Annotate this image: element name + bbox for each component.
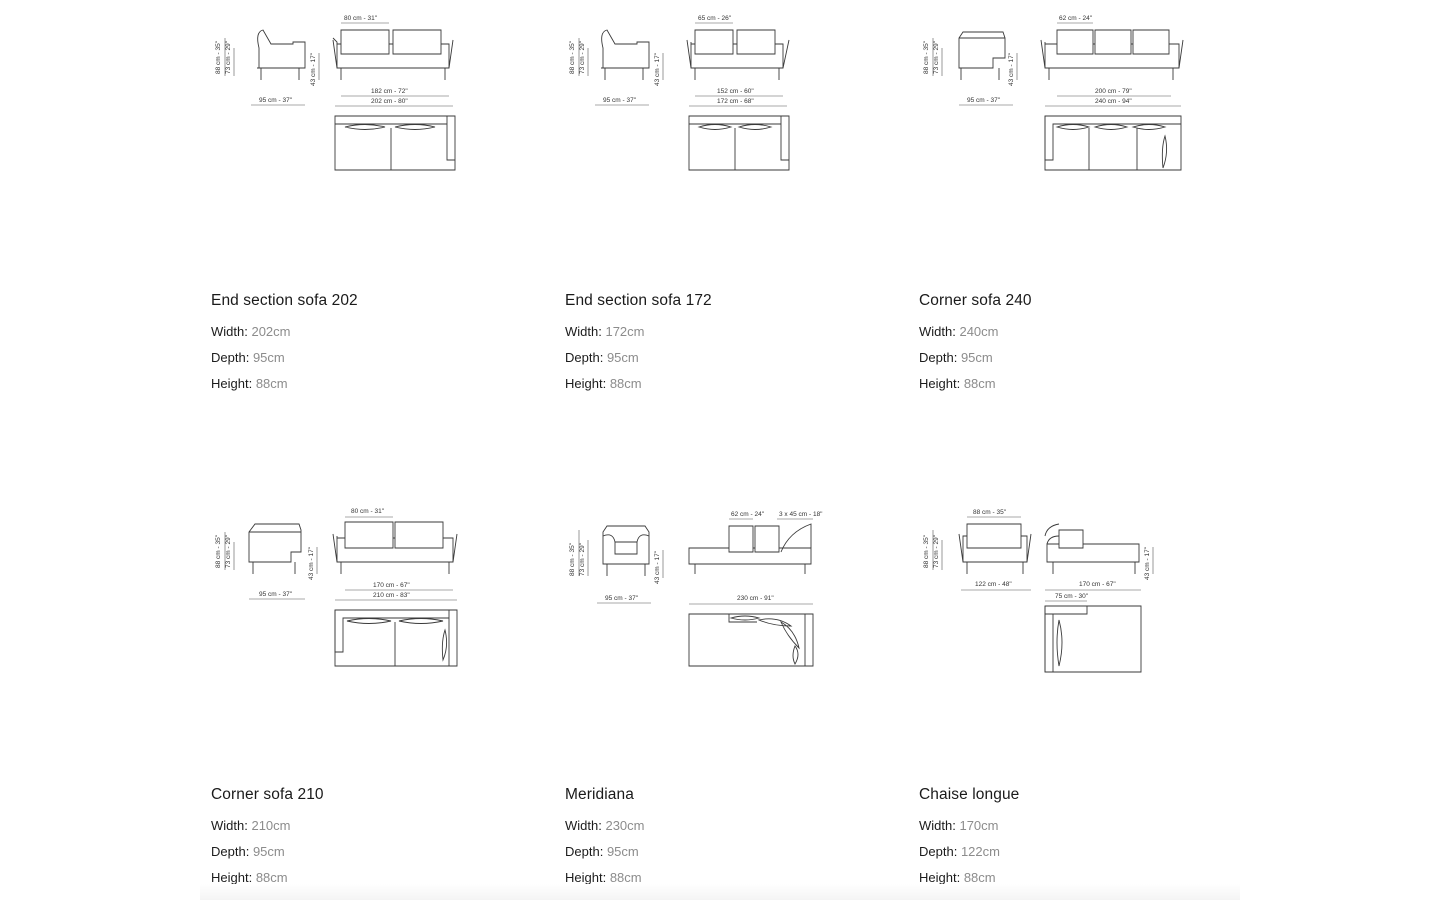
svg-text:88 cm - 35": 88 cm - 35" — [923, 40, 930, 74]
svg-text:43 cm - 17": 43 cm - 17" — [654, 550, 661, 584]
spec-height: Height: 88cm — [565, 870, 642, 885]
svg-text:95 cm - 37": 95 cm - 37" — [259, 591, 293, 598]
svg-text:170 cm - 67": 170 cm - 67" — [1079, 581, 1116, 588]
spec-width: Width: 202cm — [211, 324, 291, 339]
svg-text:73 cm - 29": 73 cm - 29" — [225, 534, 232, 568]
svg-text:240 cm - 94": 240 cm - 94" — [1095, 98, 1132, 105]
spec-height: Height: 88cm — [211, 870, 288, 885]
svg-text:95 cm - 37": 95 cm - 37" — [967, 97, 1001, 104]
dimension-diagram: 88 cm - 35" 73 cm - 29" 43 cm - 17" 80 c… — [201, 502, 501, 682]
spec-depth: Depth: 95cm — [565, 350, 639, 365]
svg-text:80 cm - 31": 80 cm - 31" — [344, 15, 378, 22]
dimension-diagram: 88 cm - 35" 73 cm - 29" 43 cm - 17" 62 c… — [555, 502, 855, 682]
svg-text:95 cm - 37": 95 cm - 37" — [259, 97, 293, 104]
svg-text:73 cm - 29": 73 cm - 29" — [579, 40, 586, 74]
spec-depth: Depth: 122cm — [919, 844, 1000, 859]
svg-text:43 cm - 17": 43 cm - 17" — [654, 52, 661, 86]
svg-text:73 cm - 29": 73 cm - 29" — [933, 40, 940, 74]
product-title[interactable]: Chaise longue — [919, 786, 1020, 803]
svg-text:88 cm - 35": 88 cm - 35" — [215, 40, 222, 74]
svg-text:122 cm - 48": 122 cm - 48" — [975, 581, 1012, 588]
svg-text:65 cm - 26": 65 cm - 26" — [698, 15, 732, 22]
svg-text:43 cm - 17": 43 cm - 17" — [1144, 546, 1151, 580]
spec-width: Width: 240cm — [919, 324, 999, 339]
svg-text:80 cm - 31": 80 cm - 31" — [351, 508, 385, 515]
svg-text:202 cm - 80": 202 cm - 80" — [371, 98, 408, 105]
product-card[interactable]: 88 cm - 35" 73 cm - 29" 88 cm - 35" 122 … — [919, 502, 1259, 892]
svg-text:200 cm - 79": 200 cm - 79" — [1095, 88, 1132, 95]
product-card[interactable]: 88 cm - 35" 73 cm - 29" 43 cm - 17" 62 c… — [565, 502, 905, 892]
spec-depth: Depth: 95cm — [919, 350, 993, 365]
spec-width: Width: 170cm — [919, 818, 999, 833]
svg-text:88 cm - 35": 88 cm - 35" — [569, 542, 576, 576]
svg-text:73 cm - 29": 73 cm - 29" — [579, 542, 586, 576]
svg-text:95 cm - 37": 95 cm - 37" — [605, 595, 639, 602]
bottom-fade — [200, 884, 1240, 900]
spec-depth: Depth: 95cm — [565, 844, 639, 859]
svg-text:43 cm - 17": 43 cm - 17" — [308, 546, 315, 580]
svg-text:170 cm - 67": 170 cm - 67" — [373, 582, 410, 589]
spec-width: Width: 230cm — [565, 818, 645, 833]
spec-height: Height: 88cm — [919, 376, 996, 391]
product-card[interactable]: 88 cm - 35" 73 cm - 29" 43 cm - 17" 65 c… — [565, 8, 905, 398]
svg-text:230 cm - 91": 230 cm - 91" — [737, 595, 774, 602]
dimension-diagram: 88 cm - 35" 73 cm - 29" 43 cm - 17" 62 c… — [909, 8, 1209, 188]
svg-text:73 cm - 29": 73 cm - 29" — [933, 534, 940, 568]
spec-width: Width: 210cm — [211, 818, 291, 833]
product-title[interactable]: Corner sofa 210 — [211, 786, 324, 803]
spec-depth: Depth: 95cm — [211, 350, 285, 365]
product-title[interactable]: Meridiana — [565, 786, 634, 803]
svg-text:73 cm - 29": 73 cm - 29" — [225, 40, 232, 74]
svg-text:3 x 45 cm - 18": 3 x 45 cm - 18" — [779, 511, 823, 518]
svg-text:88 cm - 35": 88 cm - 35" — [923, 534, 930, 568]
svg-text:95 cm - 37": 95 cm - 37" — [603, 97, 637, 104]
spec-height: Height: 88cm — [211, 376, 288, 391]
svg-text:43 cm - 17": 43 cm - 17" — [310, 52, 317, 86]
product-title[interactable]: End section sofa 172 — [565, 292, 712, 309]
svg-text:62 cm - 24": 62 cm - 24" — [731, 511, 765, 518]
dimension-diagram: 88 cm - 35" 73 cm - 29" 43 cm - 17" 80 c… — [201, 8, 501, 188]
svg-text:75 cm - 30": 75 cm - 30" — [1055, 593, 1089, 600]
svg-text:152 cm - 60": 152 cm - 60" — [717, 88, 754, 95]
svg-text:88 cm - 35": 88 cm - 35" — [973, 509, 1007, 516]
svg-text:62 cm - 24": 62 cm - 24" — [1059, 15, 1093, 22]
svg-text:88 cm - 35": 88 cm - 35" — [215, 534, 222, 568]
svg-text:210 cm - 83": 210 cm - 83" — [373, 592, 410, 599]
product-card[interactable]: 88 cm - 35" 73 cm - 29" 43 cm - 17" 80 c… — [211, 8, 551, 398]
spec-depth: Depth: 95cm — [211, 844, 285, 859]
product-title[interactable]: Corner sofa 240 — [919, 292, 1032, 309]
spec-height: Height: 88cm — [919, 870, 996, 885]
svg-text:172 cm - 68": 172 cm - 68" — [717, 98, 754, 105]
svg-text:88 cm - 35": 88 cm - 35" — [569, 40, 576, 74]
dimension-diagram: 88 cm - 35" 73 cm - 29" 43 cm - 17" 65 c… — [555, 8, 855, 188]
svg-text:43 cm - 17": 43 cm - 17" — [1008, 52, 1015, 86]
product-card[interactable]: 88 cm - 35" 73 cm - 29" 43 cm - 17" 62 c… — [919, 8, 1259, 398]
spec-height: Height: 88cm — [565, 376, 642, 391]
spec-width: Width: 172cm — [565, 324, 645, 339]
svg-text:182 cm - 72": 182 cm - 72" — [371, 88, 408, 95]
dimension-diagram: 88 cm - 35" 73 cm - 29" 88 cm - 35" 122 … — [909, 502, 1209, 682]
product-title[interactable]: End section sofa 202 — [211, 292, 358, 309]
product-card[interactable]: 88 cm - 35" 73 cm - 29" 43 cm - 17" 80 c… — [211, 502, 551, 892]
